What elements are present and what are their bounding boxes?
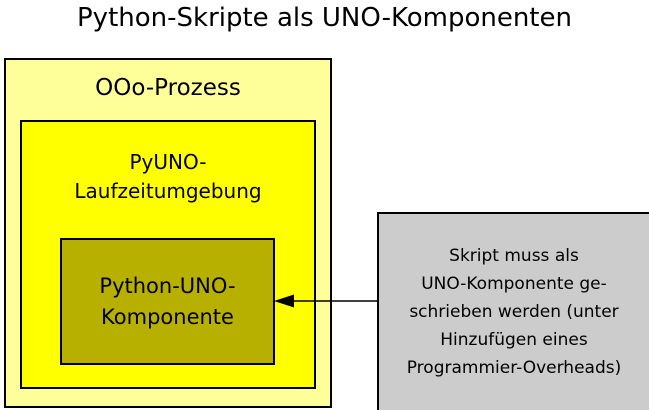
python-uno-component-label-line-1: Python-UNO-: [99, 273, 236, 298]
annotation-note-line-5: Programmier-Overheads): [406, 358, 622, 378]
arrow-head-icon: [274, 294, 294, 308]
arrow-note-to-component: [274, 294, 377, 308]
annotation-note-line-1: Skript muss als: [449, 246, 579, 266]
pyuno-runtime-label: PyUNO- Laufzeitumgebung: [22, 148, 314, 206]
pyuno-runtime-label-line-2: Laufzeitumgebung: [74, 179, 262, 203]
python-uno-component-box: Python-UNO- Komponente: [60, 238, 275, 365]
annotation-note-box: Skript muss als UNO-Komponente ge- schri…: [377, 212, 649, 410]
annotation-note-line-3: schrieben werden (unter: [409, 302, 619, 322]
python-uno-component-label-line-2: Komponente: [101, 304, 234, 329]
page-title: Python-Skripte als UNO-Komponenten: [77, 3, 572, 33]
annotation-note-line-2: UNO-Komponente ge-: [421, 274, 607, 294]
python-uno-component-label: Python-UNO- Komponente: [62, 240, 273, 363]
annotation-note-line-4: Hinzufügen eines: [440, 330, 588, 350]
annotation-note-label: Skript muss als UNO-Komponente ge- schri…: [379, 214, 649, 410]
ooo-process-label: OOo-Prozess: [95, 75, 241, 101]
pyuno-runtime-label-line-1: PyUNO-: [129, 150, 207, 174]
